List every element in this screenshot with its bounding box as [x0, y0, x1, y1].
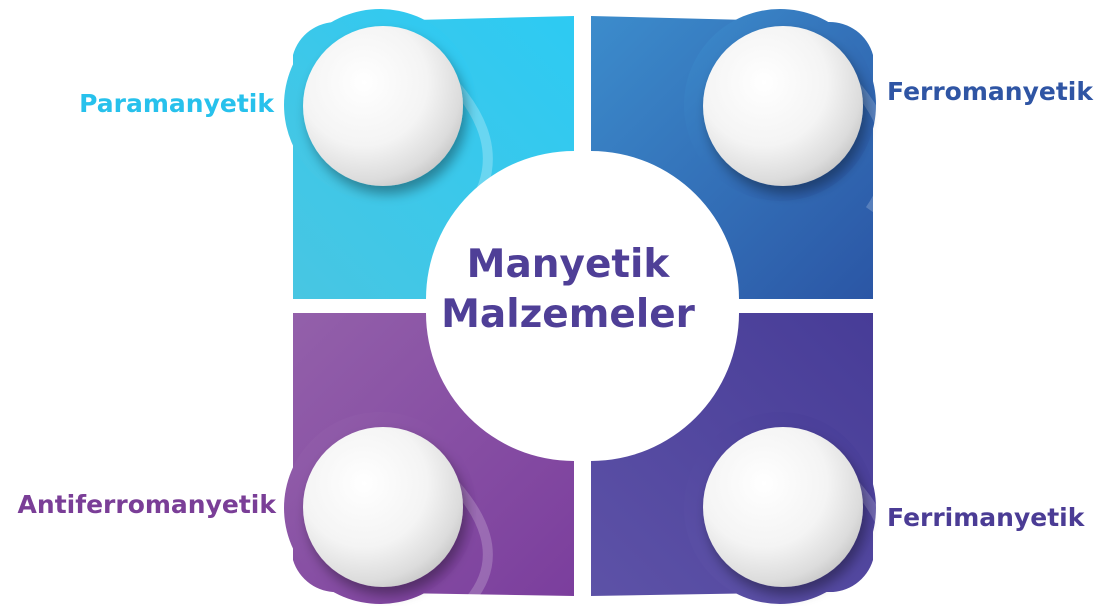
label-ferrimanyetik: Ferrimanyetik [887, 503, 1085, 532]
ball-antiferromanyetik [303, 427, 463, 587]
center-title-line2: Malzemeler [441, 292, 695, 337]
center-circle [432, 156, 732, 456]
center-title-line1: Manyetik [466, 242, 670, 287]
label-paramanyetik: Paramanyetik [79, 89, 274, 118]
label-antiferromanyetik: Antiferromanyetik [17, 490, 276, 519]
label-ferromanyetik: Ferromanyetik [887, 77, 1093, 106]
center-title: Manyetik Malzemeler [418, 240, 718, 340]
ball-ferrimanyetik [703, 427, 863, 587]
ball-ferromanyetik [703, 26, 863, 186]
ball-paramanyetik [303, 26, 463, 186]
